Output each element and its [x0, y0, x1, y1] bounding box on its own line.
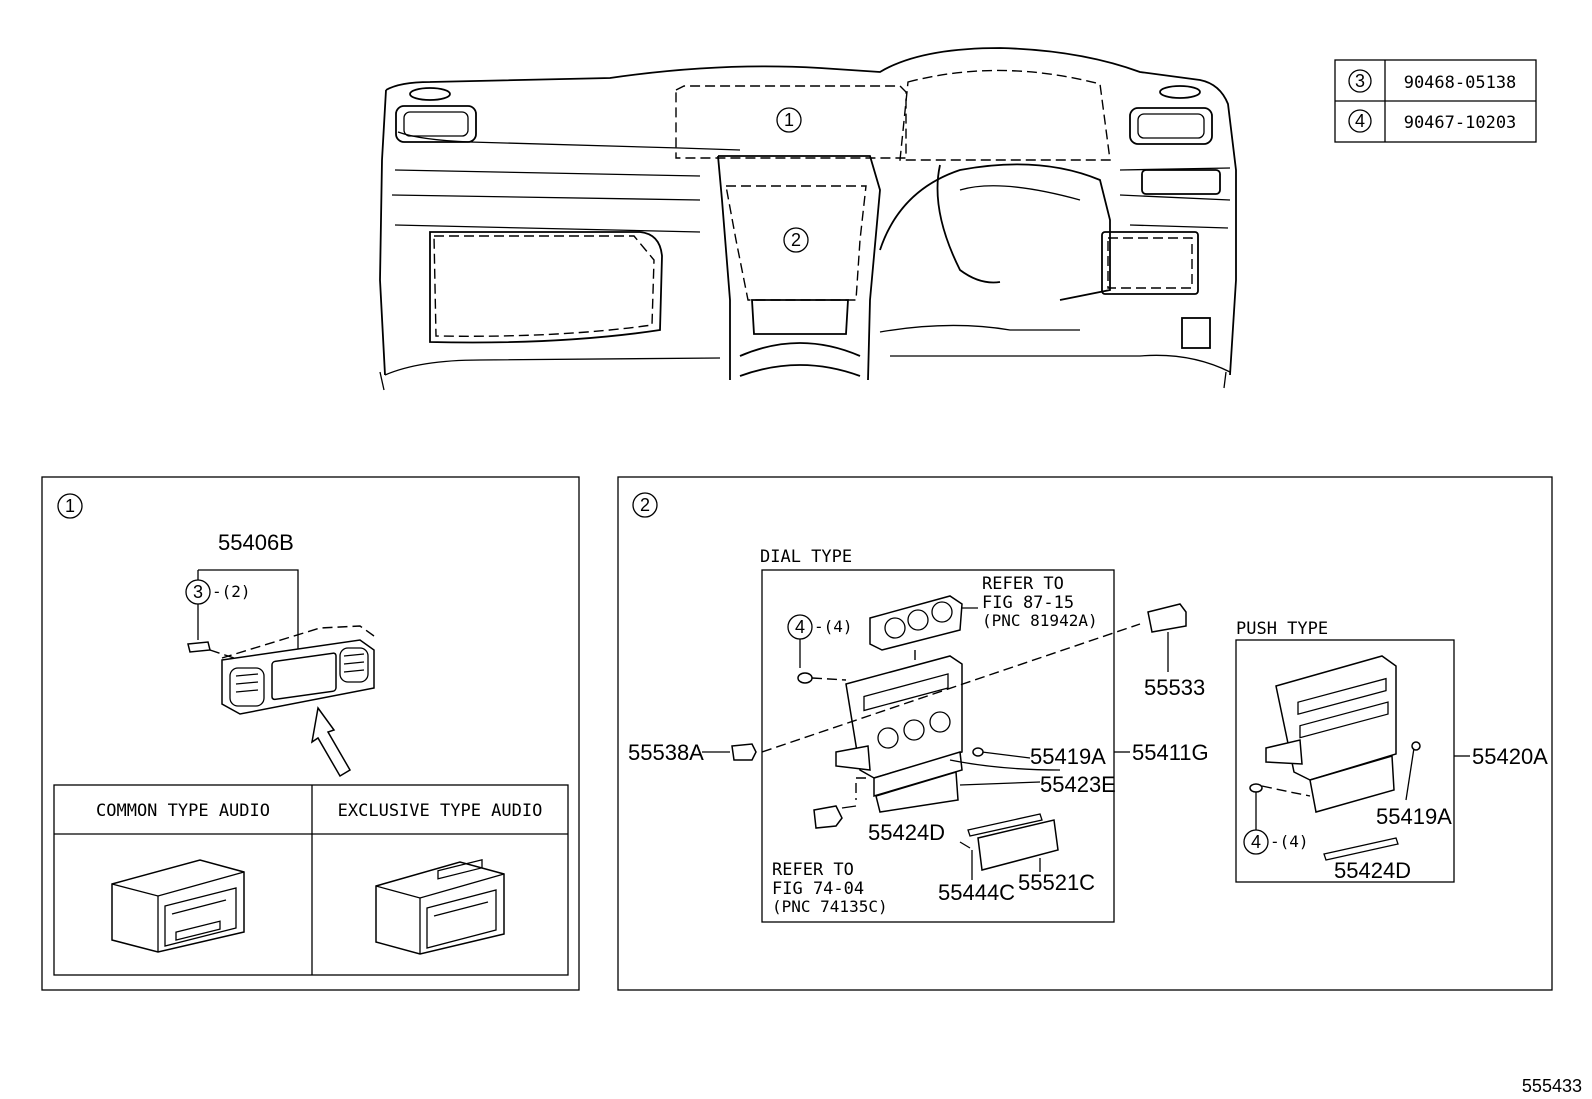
refer1-line1: REFER TO	[982, 574, 1064, 594]
part-55533: 55533	[1144, 675, 1205, 700]
dashboard-overview: 1 2	[379, 47, 1237, 391]
dial-control-panel-drawing	[835, 655, 1061, 813]
refer1-line2: FIG 87-15	[982, 593, 1074, 613]
exclusive-type-audio-label: EXCLUSIVE TYPE AUDIO	[338, 801, 543, 821]
callout-one-panel: 1	[65, 496, 75, 516]
panel-two: 2 DIAL TYPE REFER TO FIG 87-15 (PNC 8194…	[617, 476, 1553, 991]
part-55521c: 55521C	[1018, 870, 1095, 895]
dial-knob-panel-drawing	[869, 595, 963, 651]
callout-one-top: 1	[784, 110, 794, 130]
part-55419a: 55419A	[1030, 744, 1106, 769]
dial-type-title: DIAL TYPE	[760, 547, 852, 567]
common-audio-unit-drawing	[111, 859, 245, 953]
callout-three-panel: 3	[193, 582, 203, 602]
push-type-title: PUSH TYPE	[1236, 619, 1328, 639]
part-55419a-push: 55419A	[1376, 804, 1452, 829]
part-55423e: 55423E	[1040, 772, 1116, 797]
qty-four-dial: -(4)	[814, 617, 853, 636]
panel-one: 1 55406B 3 -(2) COMM	[41, 476, 580, 991]
part-55420a: 55420A	[1472, 744, 1548, 769]
legend-part-three: 90468-05138	[1404, 73, 1517, 93]
refer2-line3: (PNC 74135C)	[772, 897, 888, 916]
legend-callout-four: 4	[1355, 111, 1365, 131]
callout-two-panel: 2	[640, 495, 650, 515]
part-55424d: 55424D	[868, 820, 945, 845]
refer2-line1: REFER TO	[772, 860, 854, 880]
part-55411g: 55411G	[1132, 740, 1209, 765]
bezel-part-drawing	[221, 625, 375, 715]
refer1-line3: (PNC 81942A)	[982, 611, 1098, 630]
callout-four-dial: 4	[795, 617, 805, 637]
part-55406b: 55406B	[218, 530, 294, 555]
callout-two-top: 2	[791, 230, 801, 250]
legend-part-four: 90467-10203	[1404, 113, 1517, 133]
part-55538a: 55538A	[628, 740, 704, 765]
legend-callout-three: 3	[1355, 71, 1365, 91]
exclusive-audio-unit-drawing	[375, 859, 505, 955]
part-55424d-push: 55424D	[1334, 858, 1411, 883]
refer2-line2: FIG 74-04	[772, 879, 864, 899]
figure-id: 555433	[1522, 1076, 1582, 1096]
push-control-panel-drawing	[1265, 655, 1397, 813]
callout-four-push: 4	[1251, 832, 1261, 852]
qty-three: -(2)	[212, 582, 251, 601]
part-55444c: 55444C	[938, 880, 1015, 905]
qty-four-push: -(4)	[1270, 832, 1309, 851]
common-type-audio-label: COMMON TYPE AUDIO	[96, 801, 270, 821]
legend-table: 3 90468-05138 4 90467-10203	[1334, 59, 1537, 143]
